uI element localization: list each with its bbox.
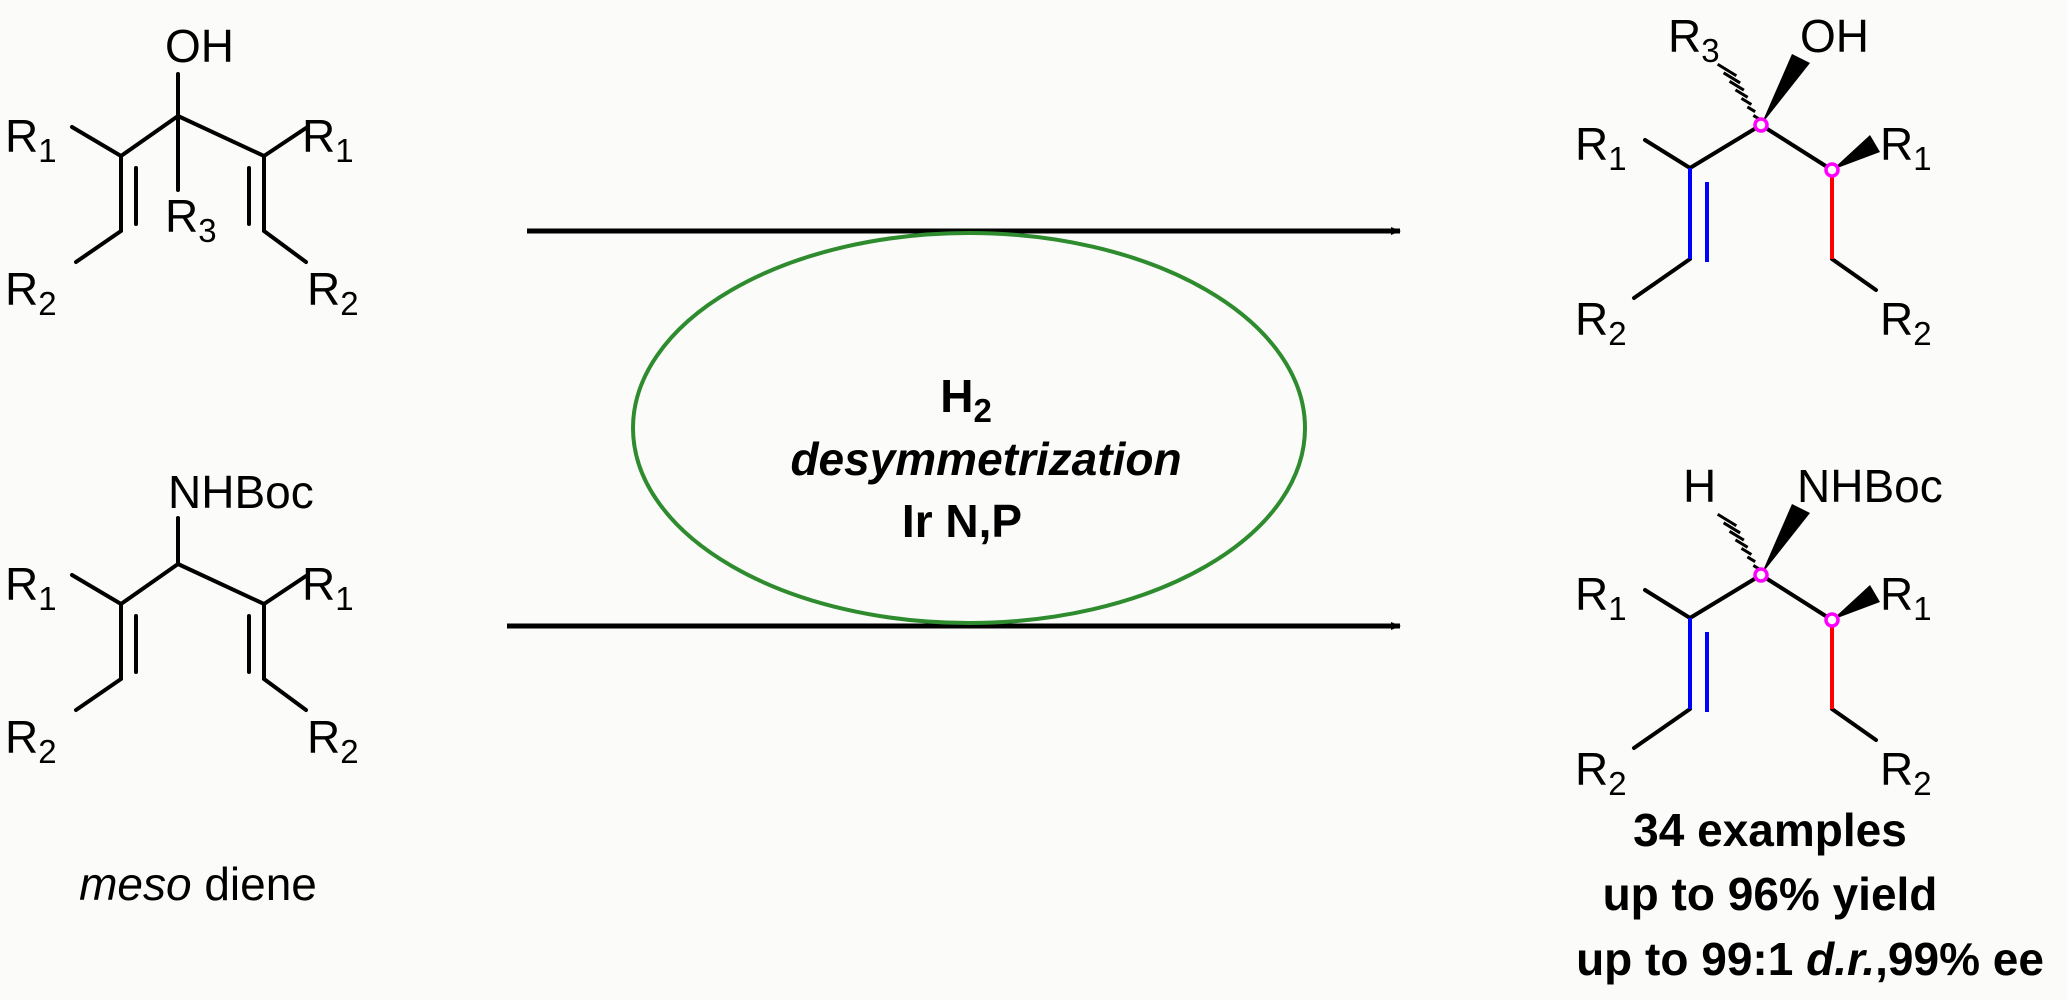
stereocenter-marker <box>1824 162 1840 178</box>
wedge-bond <box>1761 504 1810 575</box>
meso-dienol-label: R1 <box>5 110 57 169</box>
meso-dienol-label: OH <box>165 20 234 72</box>
conditions-ellipse <box>631 231 1307 625</box>
results-line-1: 34 examples <box>1633 804 1907 856</box>
product-amine-bonds <box>1632 504 1880 750</box>
wedge-bond <box>1832 585 1880 620</box>
product-alcohol-label: R1 <box>1880 118 1932 177</box>
retained-double-bond <box>1688 618 1709 712</box>
hashed-bond <box>1716 513 1760 571</box>
product-amine-label: NHBoc <box>1797 460 1943 512</box>
meso-dienol-label: R3 <box>165 190 217 249</box>
meso-dienol-label: R2 <box>5 263 57 322</box>
results-line-2: up to 96% yield <box>1603 868 1938 920</box>
product-amine-label: R1 <box>1575 568 1627 627</box>
meso-diene-amine-bonds <box>70 516 308 712</box>
meso-diene-amine-label: R1 <box>5 558 57 617</box>
product-alcohol-label: R3 <box>1668 10 1720 69</box>
stereocenter-marker <box>1824 612 1840 628</box>
product-alcohol-label: R2 <box>1575 293 1627 352</box>
hashed-bond <box>1716 63 1760 121</box>
product-alcohol-label: R1 <box>1575 118 1627 177</box>
stereocenter-marker <box>1753 567 1769 583</box>
meso-diene-amine-label: R1 <box>302 558 354 617</box>
reagent-h2: H2 <box>940 370 992 429</box>
meso-dienol-label: R1 <box>302 110 354 169</box>
meso-diene-amine-label: NHBoc <box>168 466 314 518</box>
single-bonds <box>1632 573 1878 750</box>
stereocenter-marker <box>1753 117 1769 133</box>
process-label: desymmetrization <box>790 433 1181 485</box>
meso-dienol-label: R2 <box>307 263 359 322</box>
substrate-caption: meso diene <box>79 858 317 910</box>
meso-diene-amine-label: R2 <box>5 711 57 770</box>
product-alcohol-label: OH <box>1800 10 1869 62</box>
retained-double-bond <box>1688 168 1709 262</box>
product-alcohol-bonds <box>1632 54 1880 300</box>
meso-diene-amine-label: R2 <box>307 711 359 770</box>
product-alcohol-label: R2 <box>1880 293 1932 352</box>
product-amine-label: R2 <box>1575 743 1627 802</box>
product-amine-label: R1 <box>1880 568 1932 627</box>
meso-dienol-bonds <box>70 72 308 264</box>
wedge-bond <box>1832 135 1880 170</box>
single-bonds <box>1632 123 1878 300</box>
wedge-bond <box>1761 54 1810 125</box>
product-amine-label: R2 <box>1880 743 1932 802</box>
catalyst-label: Ir N,P <box>902 495 1022 547</box>
product-amine-label: H <box>1683 460 1716 512</box>
results-line-3: up to 99:1 d.r.,99% ee <box>1576 933 2044 985</box>
